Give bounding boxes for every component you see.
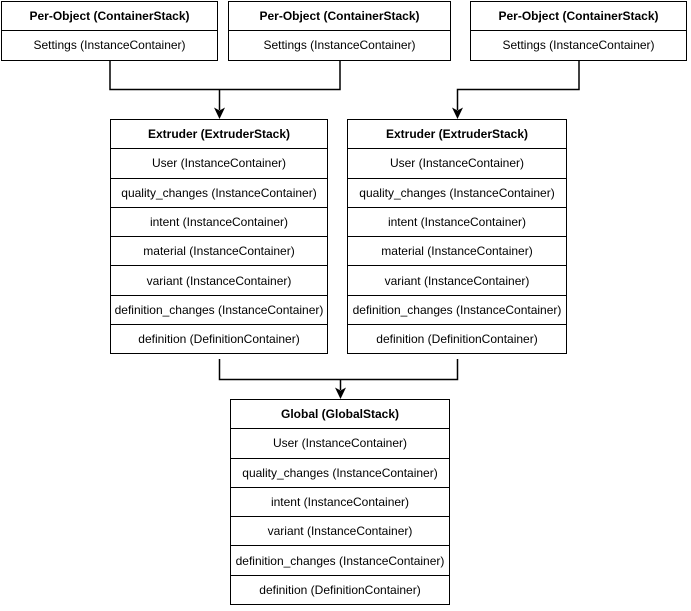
stack-row: variant (InstanceContainer): [231, 517, 449, 547]
stack-row: definition (DefinitionContainer): [259, 582, 421, 597]
global-stack: Global (GlobalStack) User (InstanceConta…: [230, 399, 450, 606]
stack-row: Settings (InstanceContainer): [502, 38, 655, 53]
stack-row: quality_changes (InstanceContainer): [348, 179, 566, 208]
connector-perobject1-perobject2-merge: [109, 61, 341, 91]
per-object-stack-3: Per-Object (ContainerStack) Settings (In…: [470, 1, 687, 61]
connector-perobject3-to-extruder2: [456, 61, 580, 110]
stack-row: material (InstanceContainer): [348, 237, 566, 267]
stack-row: quality_changes (InstanceContainer): [111, 179, 327, 208]
stack-row: User (InstanceContainer): [348, 149, 566, 179]
extruder-stack-2: Extruder (ExtruderStack) User (InstanceC…: [347, 119, 567, 355]
arrowhead-down-icon: [214, 107, 225, 119]
stack-row: definition_changes (InstanceContainer): [348, 296, 566, 326]
per-object-stack-2: Per-Object (ContainerStack) Settings (In…: [228, 1, 451, 61]
stack-row: intent (InstanceContainer): [231, 488, 449, 518]
stack-row: definition (DefinitionContainer): [138, 332, 300, 347]
per-object-stack-1: Per-Object (ContainerStack) Settings (In…: [1, 1, 218, 61]
stack-title: Per-Object (ContainerStack): [471, 2, 686, 32]
stack-row: User (InstanceContainer): [231, 429, 449, 459]
stack-title: Per-Object (ContainerStack): [229, 2, 450, 32]
stack-row: definition_changes (InstanceContainer): [231, 546, 449, 576]
stack-row: variant (InstanceContainer): [348, 266, 566, 296]
stack-title: Extruder (ExtruderStack): [111, 120, 327, 150]
stack-title: Per-Object (ContainerStack): [2, 2, 217, 32]
stack-row: variant (InstanceContainer): [111, 266, 327, 296]
stack-title: Extruder (ExtruderStack): [348, 120, 566, 150]
stack-row: Settings (InstanceContainer): [33, 38, 186, 53]
stack-row: definition_changes (InstanceContainer): [111, 296, 327, 326]
stack-row: Settings (InstanceContainer): [263, 38, 416, 53]
stack-row: intent (InstanceContainer): [348, 208, 566, 238]
arrowhead-down-icon: [452, 107, 463, 119]
stack-row: definition (DefinitionContainer): [376, 332, 538, 347]
stack-row: intent (InstanceContainer): [111, 208, 327, 238]
extruder-stack-1: Extruder (ExtruderStack) User (InstanceC…: [110, 119, 328, 355]
stack-row: User (InstanceContainer): [111, 149, 327, 179]
stack-row: material (InstanceContainer): [111, 237, 327, 267]
arrowhead-down-icon: [335, 387, 346, 399]
stack-title: Global (GlobalStack): [231, 400, 449, 430]
stack-row: quality_changes (InstanceContainer): [231, 459, 449, 488]
connector-extruder1-extruder2-merge: [218, 359, 459, 381]
